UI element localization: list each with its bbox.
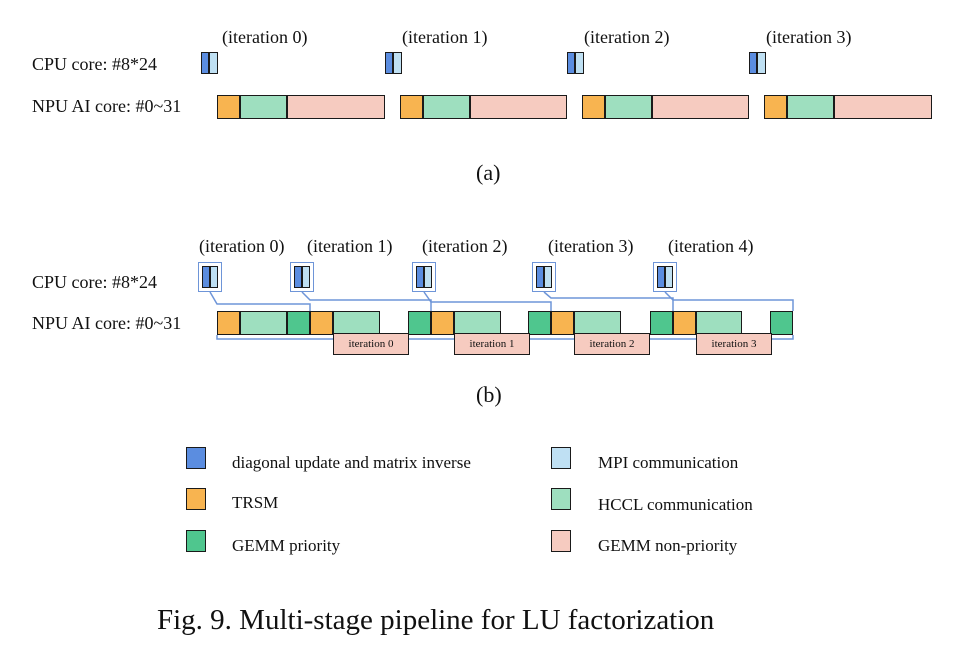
legend-swatch-gemm-nonpriority <box>551 530 571 552</box>
panel-b-nonpriority-label: iteration 0 <box>333 333 409 355</box>
panel-b-cpu-frame <box>290 262 314 292</box>
panel-a-trsm-block <box>582 95 605 119</box>
panel-b-hccl-block <box>574 311 621 335</box>
panel-b-cpu-frame <box>653 262 677 292</box>
panel-a-mpi-block <box>575 52 584 74</box>
panel-a-iteration-label: (iteration 2) <box>584 27 670 47</box>
panel-a-gemm-nonpriority-block <box>287 95 385 119</box>
legend-swatch-diag <box>186 447 206 469</box>
panel-b-sublabel: (b) <box>476 382 502 407</box>
dependency-wire <box>543 291 674 311</box>
panel-b-trsm-block <box>310 311 333 335</box>
panel-b-hccl-block <box>333 311 380 335</box>
panel-b-hccl-block <box>454 311 501 335</box>
panel-a-trsm-block <box>217 95 240 119</box>
legend-label: TRSM <box>232 493 279 512</box>
legend-label: MPI communication <box>598 453 739 472</box>
panel-b-diag-block <box>416 266 424 288</box>
panel-b-cpu-frame <box>412 262 436 292</box>
panel-b-cpu-frame <box>532 262 556 292</box>
panel-a-gemm-nonpriority-block <box>652 95 749 119</box>
panel-b-iteration-label: (iteration 4) <box>668 236 754 256</box>
panel-b-iteration-label: (iteration 0) <box>199 236 285 256</box>
panel-b-gemm-priority-block <box>287 311 310 335</box>
panel-b-mpi-block <box>302 266 310 288</box>
legend-label: HCCL communication <box>598 495 753 514</box>
panel-a-mpi-block <box>209 52 218 74</box>
legend-swatch-trsm <box>186 488 206 510</box>
panel-b-trsm-block <box>431 311 454 335</box>
panel-a-iteration-label: (iteration 0) <box>222 27 308 47</box>
panel-a-hccl-block <box>423 95 470 119</box>
panel-b-diag-block <box>202 266 210 288</box>
panel-b-mpi-block <box>424 266 432 288</box>
legend-label: diagonal update and matrix inverse <box>232 453 471 472</box>
panel-a-diag-block <box>567 52 575 74</box>
panel-b-nonpriority-label: iteration 1 <box>454 333 530 355</box>
panel-a-mpi-block <box>757 52 766 74</box>
panel-a-diag-block <box>749 52 757 74</box>
panel-b-mpi-block <box>210 266 218 288</box>
panel-b-cpu-label: CPU core: #8*24 <box>32 272 157 292</box>
panel-a-hccl-block <box>787 95 834 119</box>
legend-label: GEMM priority <box>232 536 341 555</box>
panel-b-iteration-label: (iteration 2) <box>422 236 508 256</box>
legend-swatch-gemm-priority <box>186 530 206 552</box>
dependency-wire <box>664 291 794 311</box>
panel-b-nonpriority-label: iteration 2 <box>574 333 650 355</box>
panel-b-diag-block <box>294 266 302 288</box>
panel-b-gemm-priority-block <box>528 311 551 335</box>
panel-b-trsm-block <box>551 311 574 335</box>
panel-a-cpu-label: CPU core: #8*24 <box>32 54 157 74</box>
legend-swatch-mpi <box>551 447 571 469</box>
panel-b-diag-block <box>657 266 665 288</box>
dependency-wire <box>423 291 552 311</box>
panel-b-hccl-block <box>240 311 287 335</box>
dependency-wire <box>209 291 311 311</box>
panel-a-mpi-block <box>393 52 402 74</box>
panel-a-npu-label: NPU AI core: #0~31 <box>32 96 182 116</box>
panel-a-diag-block <box>385 52 393 74</box>
panel-b-trsm-block <box>673 311 696 335</box>
panel-a-iteration-label: (iteration 1) <box>402 27 488 47</box>
panel-b-cpu-frame <box>198 262 222 292</box>
dependency-wire <box>301 291 432 311</box>
panel-a-sublabel: (a) <box>476 160 501 185</box>
panel-a-diag-block <box>201 52 209 74</box>
panel-b-gemm-priority-block <box>650 311 673 335</box>
panel-a-iteration-label: (iteration 3) <box>766 27 852 47</box>
panel-b-diag-block <box>536 266 544 288</box>
panel-b-gemm-priority-block <box>770 311 793 335</box>
panel-a-hccl-block <box>240 95 287 119</box>
panel-b-mpi-block <box>544 266 552 288</box>
panel-b-nonpriority-label: iteration 3 <box>696 333 772 355</box>
panel-b-iteration-label: (iteration 1) <box>307 236 393 256</box>
panel-b-gemm-priority-block <box>408 311 431 335</box>
panel-a-gemm-nonpriority-block <box>470 95 567 119</box>
legend-swatch-hccl <box>551 488 571 510</box>
panel-a-trsm-block <box>764 95 787 119</box>
figure-caption: Fig. 9. Multi-stage pipeline for LU fact… <box>157 604 715 636</box>
panel-a-trsm-block <box>400 95 423 119</box>
panel-b-mpi-block <box>665 266 673 288</box>
panel-a-gemm-nonpriority-block <box>834 95 932 119</box>
panel-a-hccl-block <box>605 95 652 119</box>
panel-b-npu-label: NPU AI core: #0~31 <box>32 313 182 333</box>
panel-b-hccl-block <box>696 311 742 335</box>
legend-label: GEMM non-priority <box>598 536 738 555</box>
panel-b-iteration-label: (iteration 3) <box>548 236 634 256</box>
panel-b-trsm-block <box>217 311 240 335</box>
